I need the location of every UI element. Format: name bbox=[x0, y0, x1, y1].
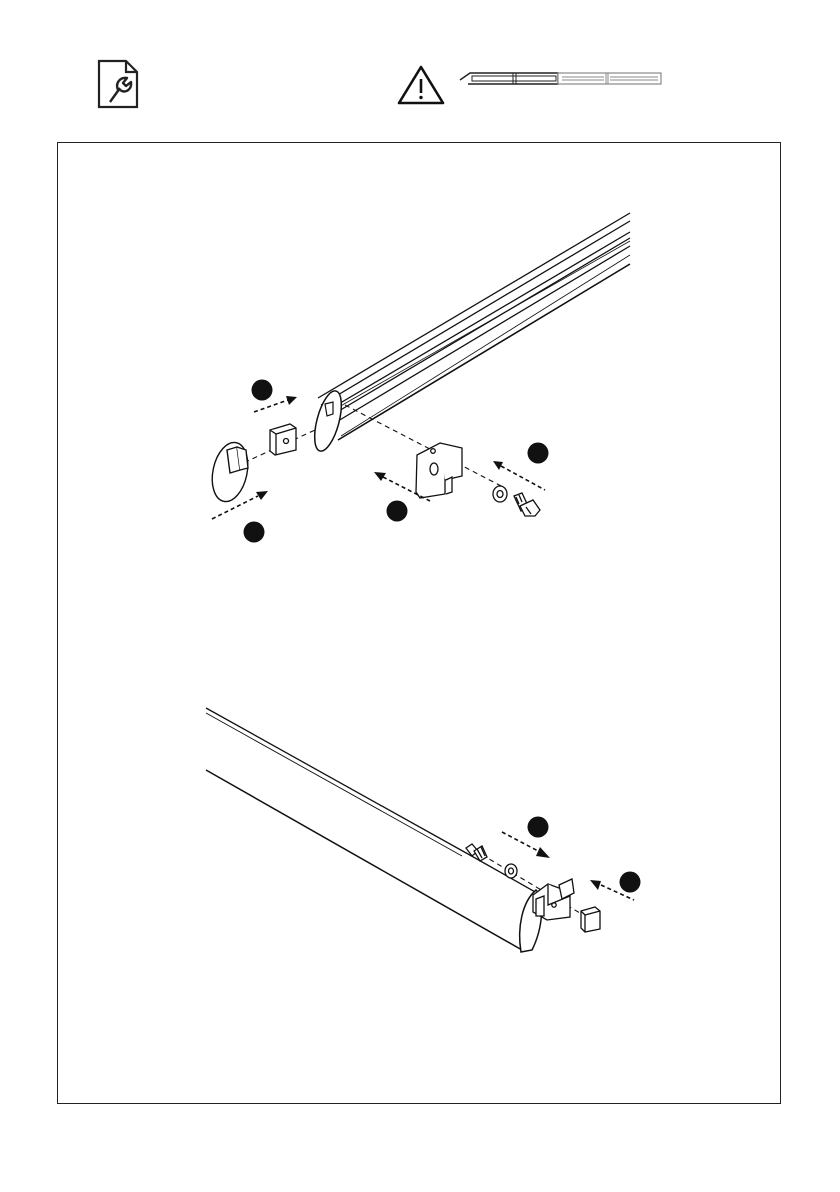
washer bbox=[493, 486, 507, 502]
step-marker-2 bbox=[620, 872, 641, 893]
square-nut bbox=[581, 907, 600, 932]
rail-body bbox=[309, 213, 630, 454]
step-marker-3 bbox=[387, 501, 408, 522]
direction-arrows bbox=[212, 400, 545, 519]
washer bbox=[505, 864, 517, 878]
step-marker-1 bbox=[528, 817, 549, 838]
step-marker-4 bbox=[528, 443, 549, 464]
end-cap bbox=[207, 439, 253, 505]
bracket bbox=[416, 443, 462, 498]
step-marker-2 bbox=[244, 522, 265, 543]
step-marker-1 bbox=[252, 380, 273, 401]
bolt bbox=[514, 493, 540, 516]
top-assembly-figure bbox=[0, 0, 840, 600]
bottom-assembly-figure bbox=[0, 680, 840, 980]
rail-body bbox=[206, 708, 537, 950]
bracket bbox=[533, 879, 574, 920]
square-nut bbox=[270, 424, 296, 455]
